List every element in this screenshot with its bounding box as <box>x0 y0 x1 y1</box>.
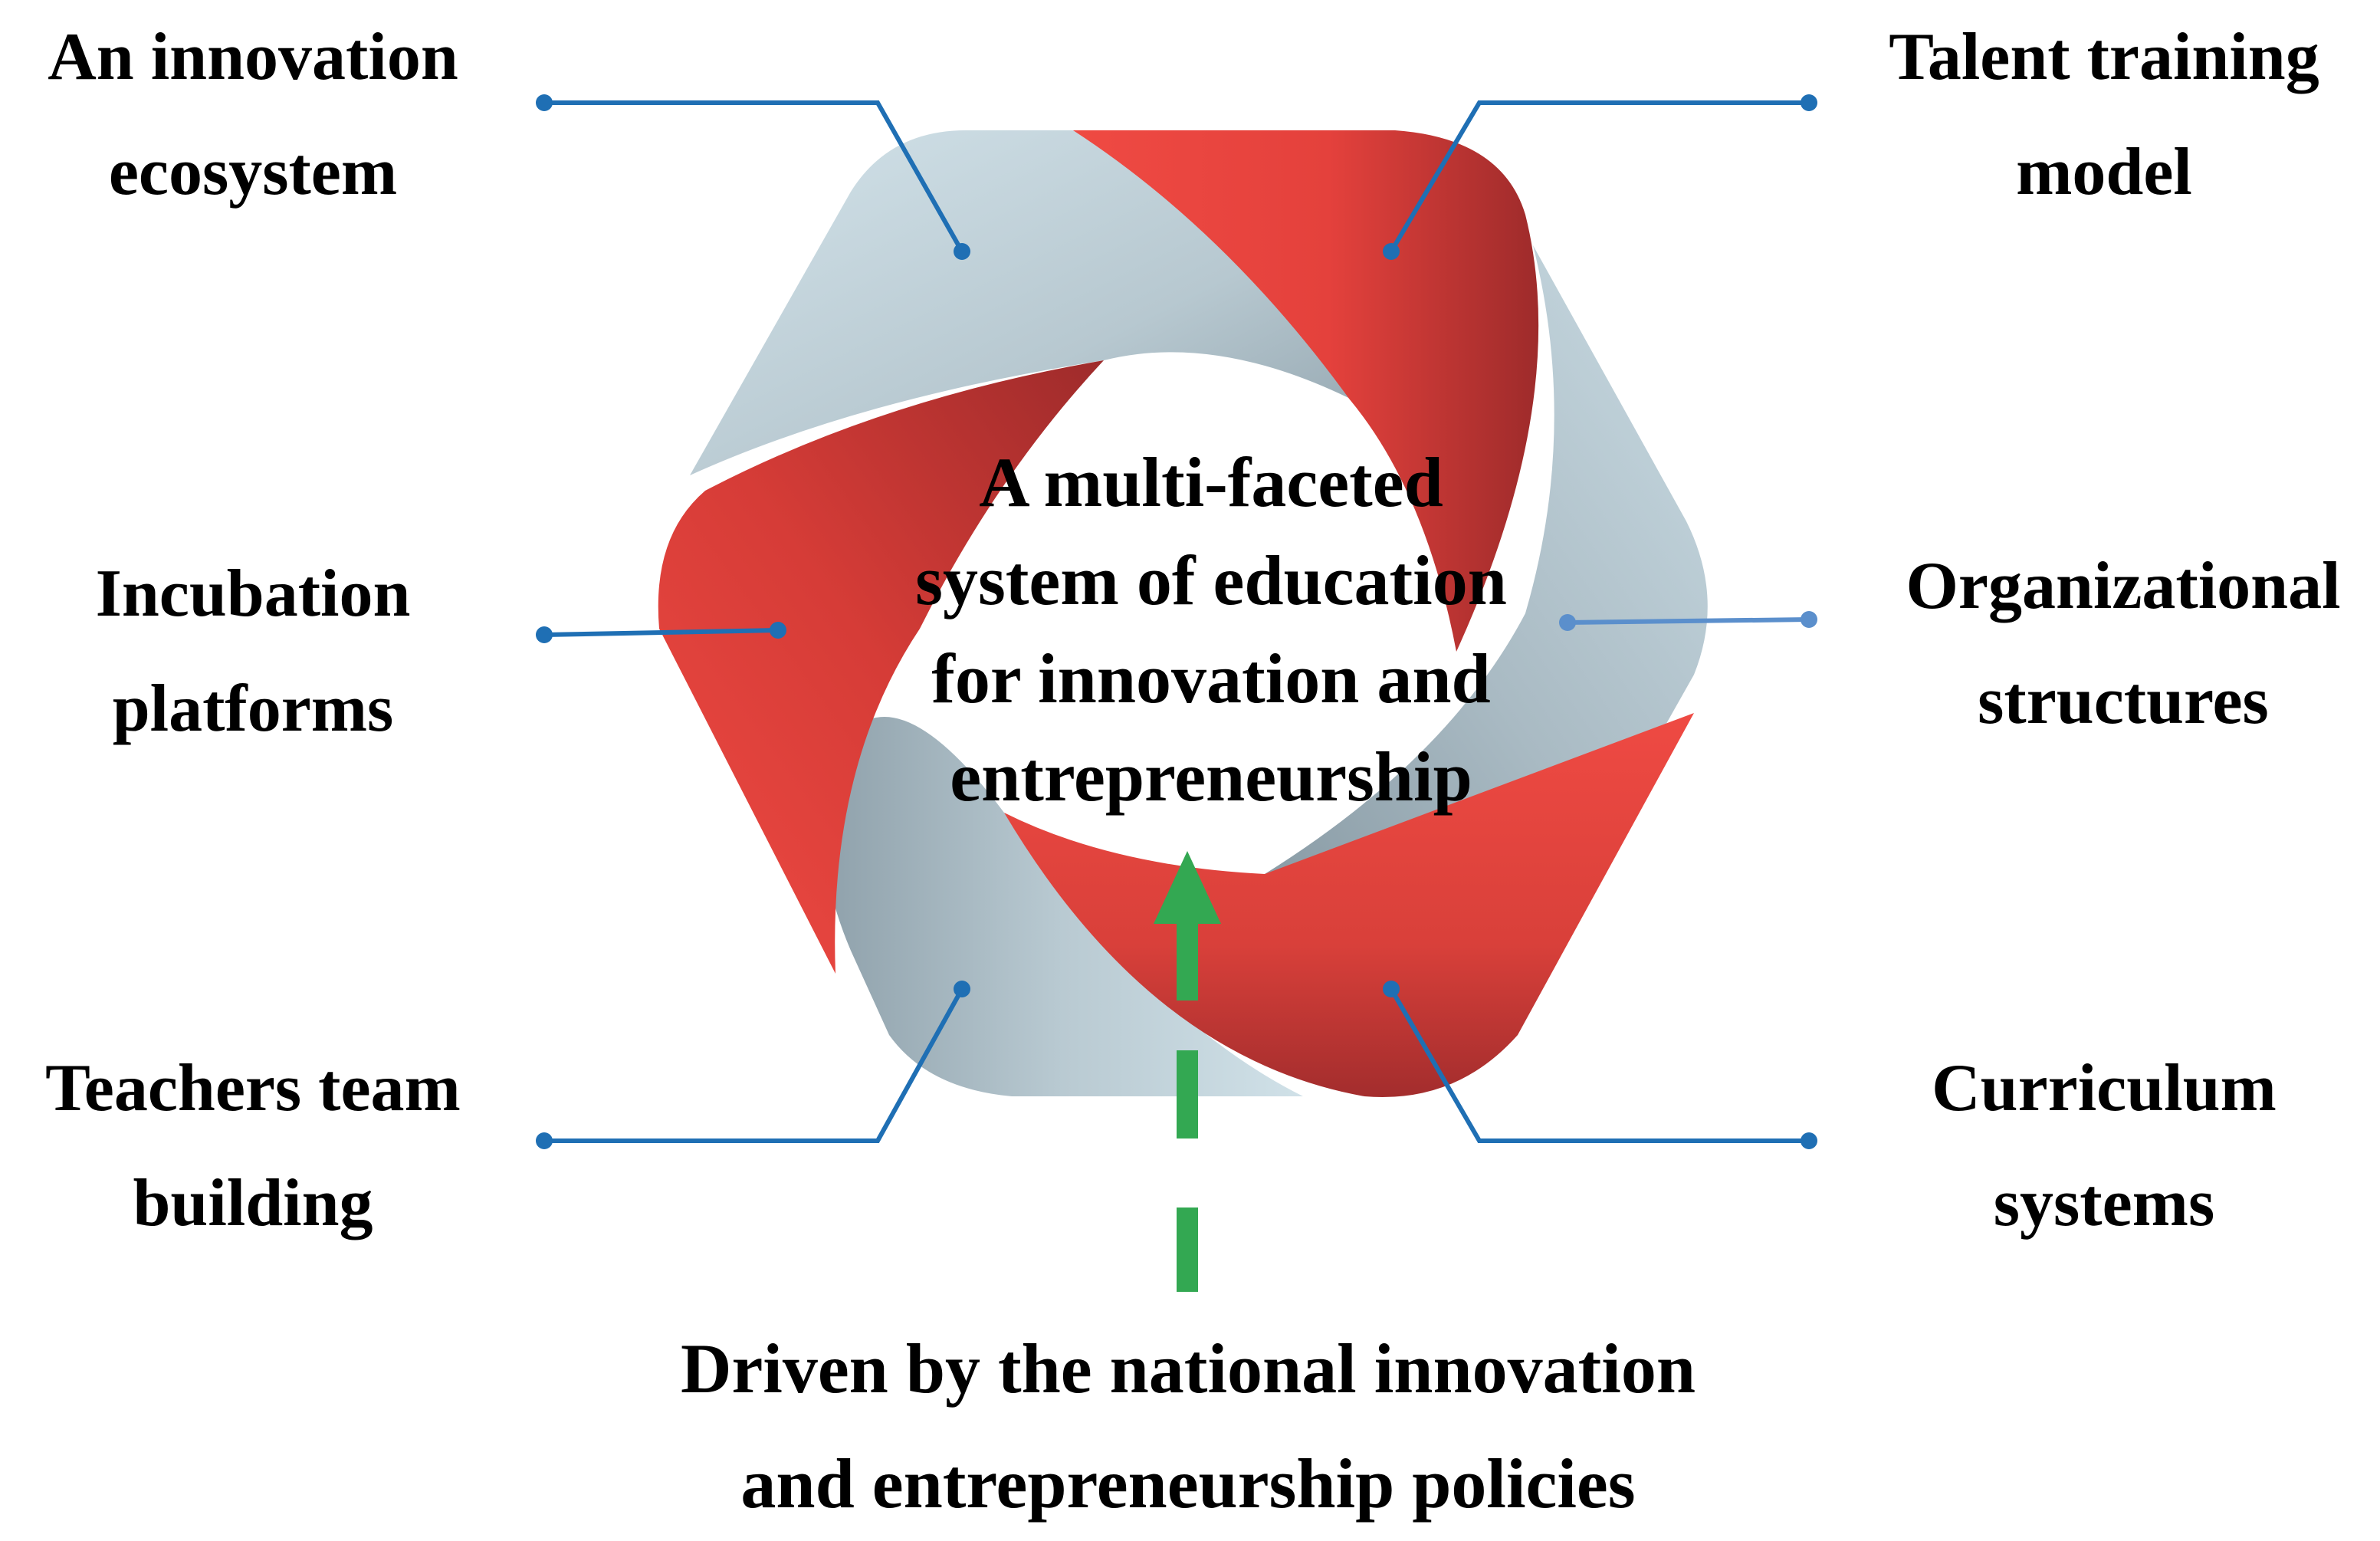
dot <box>1801 94 1817 111</box>
dot <box>536 94 553 111</box>
connector-incubation-platforms <box>543 628 779 637</box>
ribbon-red-top-right <box>1073 130 1539 652</box>
facet-curriculum-systems-label: Curriculum systems <box>1932 1051 2277 1240</box>
connector-organizational-structures <box>1567 617 1810 625</box>
connector-talent-training-model <box>1389 100 1809 253</box>
dot <box>536 1132 553 1149</box>
policy-driver-arrow <box>1154 851 1221 1292</box>
facet-organizational-structures-label: Organizational structures <box>1906 549 2341 738</box>
arrow-dash <box>1177 1050 1198 1138</box>
dot <box>954 243 970 260</box>
dot <box>1559 614 1576 631</box>
dot <box>1383 243 1400 260</box>
arrow-head <box>1154 851 1221 924</box>
connector-curriculum-systems <box>1389 987 1809 1143</box>
dot <box>1801 611 1817 628</box>
ribbon-red-left <box>658 360 1104 974</box>
ribbon-red-bottom-right <box>1004 713 1694 1097</box>
ribbon-grey-right <box>1265 245 1708 874</box>
facet-teachers-team-building-label: Teachers team building <box>45 1051 461 1240</box>
dot <box>536 626 553 643</box>
facet-innovation-ecosystem-label: An innovation ecosystem <box>48 20 458 209</box>
center-system-label: A multi-faceted system of education for … <box>915 443 1507 816</box>
policy-driver-label: Driven by the national innovation and en… <box>681 1329 1696 1523</box>
connector-dots <box>536 94 1817 1149</box>
dot <box>1801 1132 1817 1149</box>
dot <box>1383 981 1400 997</box>
connector-lines <box>543 100 1810 1143</box>
arrow-dash <box>1177 1208 1198 1292</box>
connector-teachers-team-building <box>544 987 964 1143</box>
dot <box>770 622 786 639</box>
facet-incubation-platforms-label: Incubation platforms <box>95 557 411 746</box>
dot <box>954 981 970 997</box>
arrow-dash <box>1177 916 1198 1001</box>
ribbon-grey-bottom-left <box>823 717 1303 1096</box>
connector-innovation-ecosystem <box>544 100 964 253</box>
facet-talent-training-model-label: Talent training model <box>1889 20 2319 209</box>
